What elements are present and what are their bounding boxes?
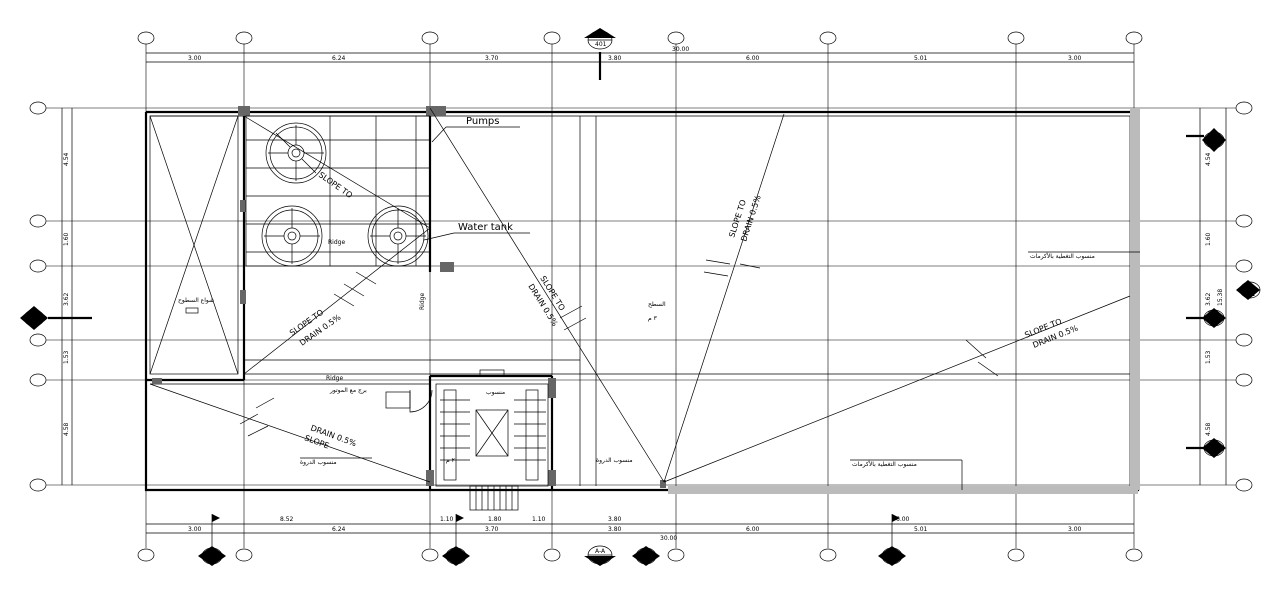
water-tank: [367, 205, 429, 267]
ridge-label: Ridge: [419, 293, 426, 310]
svg-text:منسوب التغطية بالأكرمات: منسوب التغطية بالأكرمات: [1030, 252, 1095, 260]
dim-top-span: 3.00: [1068, 55, 1082, 62]
section-sheet: 402: [28, 319, 40, 326]
section-marker-right-1: [1186, 128, 1226, 152]
ridge-label: Ridge: [328, 239, 345, 246]
section-number: D1: [1245, 283, 1254, 290]
shaft-with-cross: شواع السطوح: [149, 115, 239, 375]
ridge-label: Ridge: [326, 375, 343, 382]
parapet-hatch: [668, 486, 1138, 494]
section-marker-bottom-5: [198, 514, 226, 566]
dim-top-span: 3.70: [485, 55, 499, 62]
dim-bottom-row2: 6.00: [896, 516, 910, 523]
svg-text:منسوب: منسوب: [486, 389, 505, 396]
dim-bottom-span: 3.00: [1068, 526, 1082, 533]
dim-left-span: 1.60: [63, 232, 70, 246]
dim-bottom-total: 30.00: [660, 535, 677, 542]
dim-left-span: 4.54: [63, 152, 70, 166]
parapet-hatch: [1130, 108, 1140, 490]
section-sheet: 402: [1208, 319, 1220, 326]
svg-text:٣ م: ٣ م: [648, 315, 658, 322]
svg-text:شواع السطوح: شواع السطوح: [178, 297, 214, 304]
stair-core: [385, 369, 549, 511]
section-marker-bottom: [584, 545, 616, 566]
dim-right-span: 1.60: [1205, 232, 1212, 246]
dim-right-span: 1.53: [1205, 350, 1212, 364]
section-sheet: 404: [450, 557, 462, 564]
section-number: B-B: [1208, 311, 1218, 318]
section-number: 3: [890, 549, 894, 556]
dim-right-span: 3.62: [1205, 292, 1212, 306]
grid-bubbles: [29, 31, 1253, 562]
svg-text:منسوب الدروة: منسوب الدروة: [300, 459, 337, 466]
section-number: 1: [1211, 133, 1215, 140]
dim-top-span: 5.01: [914, 55, 928, 62]
building-walls: [144, 108, 1140, 494]
section-marker-bottom-3: [878, 514, 906, 566]
slope-note: SLOPE TO: [317, 170, 354, 200]
dim-top-span: 3.80: [608, 55, 622, 62]
dim-left-span: 1.53: [63, 350, 70, 364]
section-number: A-A: [595, 33, 606, 40]
dim-top-span: 6.24: [332, 55, 346, 62]
level-note: منسوب التغطية بالأكرمات منسوب التغطية با…: [300, 251, 1140, 490]
svg-text:٢ م: ٢ م: [446, 457, 455, 464]
section-number: 02: [642, 549, 650, 556]
dim-top-span: 6.00: [746, 55, 760, 62]
section-marker-bottom-4: [442, 514, 470, 566]
section-number: B-B: [28, 311, 38, 318]
section-number: 2: [1211, 441, 1215, 448]
dim-bottom-row2: 3.80: [608, 516, 622, 523]
section-number: 5: [210, 549, 214, 556]
water-tank-label: Water tank: [458, 222, 513, 233]
section-marker-top: [584, 28, 616, 80]
slope-lines: [149, 107, 1131, 483]
dim-bottom-span: 3.70: [485, 526, 499, 533]
columns: [152, 106, 666, 488]
water-tank-frame: [245, 115, 431, 267]
dim-bottom-span: 6.00: [746, 526, 760, 533]
dim-top-span: 3.00: [188, 55, 202, 62]
dimension-chains: [61, 52, 1227, 534]
svg-text:برج مع الموتور: برج مع الموتور: [329, 387, 367, 394]
section-sheet: 403: [886, 557, 898, 564]
dim-bottom-row2: 1.10: [440, 516, 454, 523]
grid-lines: [46, 44, 1236, 548]
dim-bottom-row2: 1.10: [532, 516, 546, 523]
section-marker-right-2: [1186, 438, 1226, 458]
section-sheet: 403: [1208, 141, 1220, 148]
section-marker-bottom-02: [632, 546, 660, 566]
section-number: A-A: [595, 548, 606, 555]
dim-right-total: 15.38: [1217, 289, 1224, 306]
section-sheet: 302: [640, 557, 652, 564]
svg-text:منسوب الدروة: منسوب الدروة: [596, 457, 633, 464]
svg-text:السطح: السطح: [648, 301, 666, 308]
section-number: 4: [454, 549, 458, 556]
dim-right-span: 4.54: [1205, 152, 1212, 166]
slope-arrows: [239, 259, 999, 437]
section-sheet: 403: [1208, 449, 1220, 456]
section-sheet: 301: [1244, 291, 1256, 298]
dim-top-total: 30.00: [672, 46, 689, 53]
section-sheet: 401: [595, 41, 607, 48]
dim-left-span: 3.62: [63, 292, 70, 306]
svg-text:منسوب التغطية بالأكرمات: منسوب التغطية بالأكرمات: [852, 460, 917, 468]
section-sheet: 401: [595, 556, 607, 563]
section-marker-left-b: [20, 306, 92, 330]
pumps-label: Pumps: [466, 116, 500, 127]
dim-bottom-span: 3.80: [608, 526, 622, 533]
dim-bottom-span: 3.00: [188, 526, 202, 533]
section-marker-right-b: [1186, 308, 1226, 328]
dim-bottom-span: 5.01: [914, 526, 928, 533]
dim-bottom-row2: 1.80: [488, 516, 502, 523]
section-marker-right-d1: [1236, 280, 1261, 300]
dim-bottom-span: 6.24: [332, 526, 346, 533]
dim-left-span: 4.58: [63, 422, 70, 436]
water-tank: [265, 122, 327, 184]
dim-bottom-row2: 8.52: [280, 516, 294, 523]
water-tank: [261, 205, 323, 267]
dim-right-span: 4.58: [1205, 422, 1212, 436]
section-sheet: 404: [206, 557, 218, 564]
